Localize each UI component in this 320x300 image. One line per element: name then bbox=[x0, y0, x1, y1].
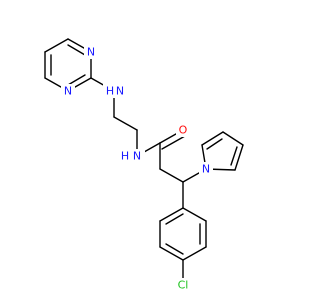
label-background bbox=[84, 45, 98, 59]
atom-label-amine-hydrogen: H bbox=[106, 85, 114, 98]
bond bbox=[159, 168, 184, 183]
bond bbox=[44, 38, 69, 53]
atom-label-amine-nitrogen: N bbox=[116, 85, 124, 98]
bond bbox=[113, 116, 138, 131]
bond bbox=[201, 131, 224, 146]
atom-label-pyrrole-nitrogen: N bbox=[202, 163, 210, 176]
bond bbox=[161, 135, 186, 150]
bond bbox=[206, 138, 223, 150]
bond bbox=[159, 246, 184, 261]
bond bbox=[165, 243, 184, 255]
atom-label-amide-nitrogen: N bbox=[133, 150, 141, 163]
atom-labels: N N N H N H O N Cl bbox=[61, 45, 213, 292]
bond bbox=[222, 131, 244, 146]
bond bbox=[67, 44, 86, 56]
atom-label-chlorine: Cl bbox=[178, 279, 189, 292]
bond bbox=[67, 74, 86, 86]
bond bbox=[182, 246, 207, 261]
atom-label-pyrimidine-n1: N bbox=[87, 46, 95, 59]
bond bbox=[230, 146, 238, 166]
bond bbox=[165, 213, 184, 225]
bonds bbox=[44, 38, 244, 279]
label-background bbox=[117, 149, 145, 163]
label-background bbox=[61, 84, 75, 98]
label-background bbox=[103, 84, 131, 98]
label-background bbox=[173, 278, 193, 292]
atom-label-carbonyl-oxygen: O bbox=[179, 124, 188, 137]
bond bbox=[182, 207, 207, 222]
atom-label-pyrimidine-n3: N bbox=[64, 85, 72, 98]
label-background bbox=[176, 123, 190, 137]
atom-label-amide-hydrogen: H bbox=[121, 150, 129, 163]
bond bbox=[159, 207, 184, 222]
bond bbox=[234, 144, 244, 171]
molecule-structure-diagram: N N N H N H O N Cl bbox=[44, 38, 244, 292]
label-background bbox=[199, 162, 213, 176]
